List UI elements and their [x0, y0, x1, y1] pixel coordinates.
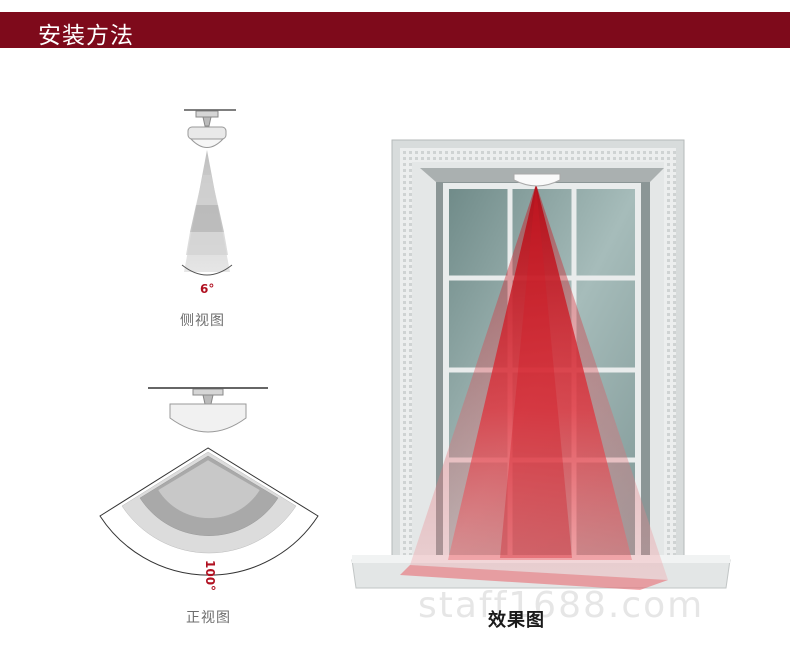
side-view-caption: 侧视图 — [180, 313, 225, 329]
mount-bracket — [195, 110, 219, 118]
effect-view-caption: 效果图 — [488, 610, 545, 631]
effect-view-diagram — [351, 139, 731, 590]
side-angle-arc — [181, 264, 233, 276]
front-view-diagram: 100° — [99, 387, 319, 591]
page-title: 安装方法 — [38, 23, 134, 49]
side-angle-label: 6° — [200, 282, 214, 296]
sensor-icon — [169, 403, 247, 433]
header-bar: 安装方法 — [0, 12, 790, 49]
front-view-caption: 正视图 — [186, 610, 231, 626]
front-angle-label: 100° — [203, 560, 217, 591]
sensor-dome — [189, 138, 225, 148]
sensor-icon — [513, 173, 561, 187]
mount-stem — [202, 116, 212, 127]
sensor-icon — [187, 126, 227, 140]
side-view-diagram: 6° — [181, 109, 236, 296]
watermark: staff1688.com — [418, 585, 705, 626]
